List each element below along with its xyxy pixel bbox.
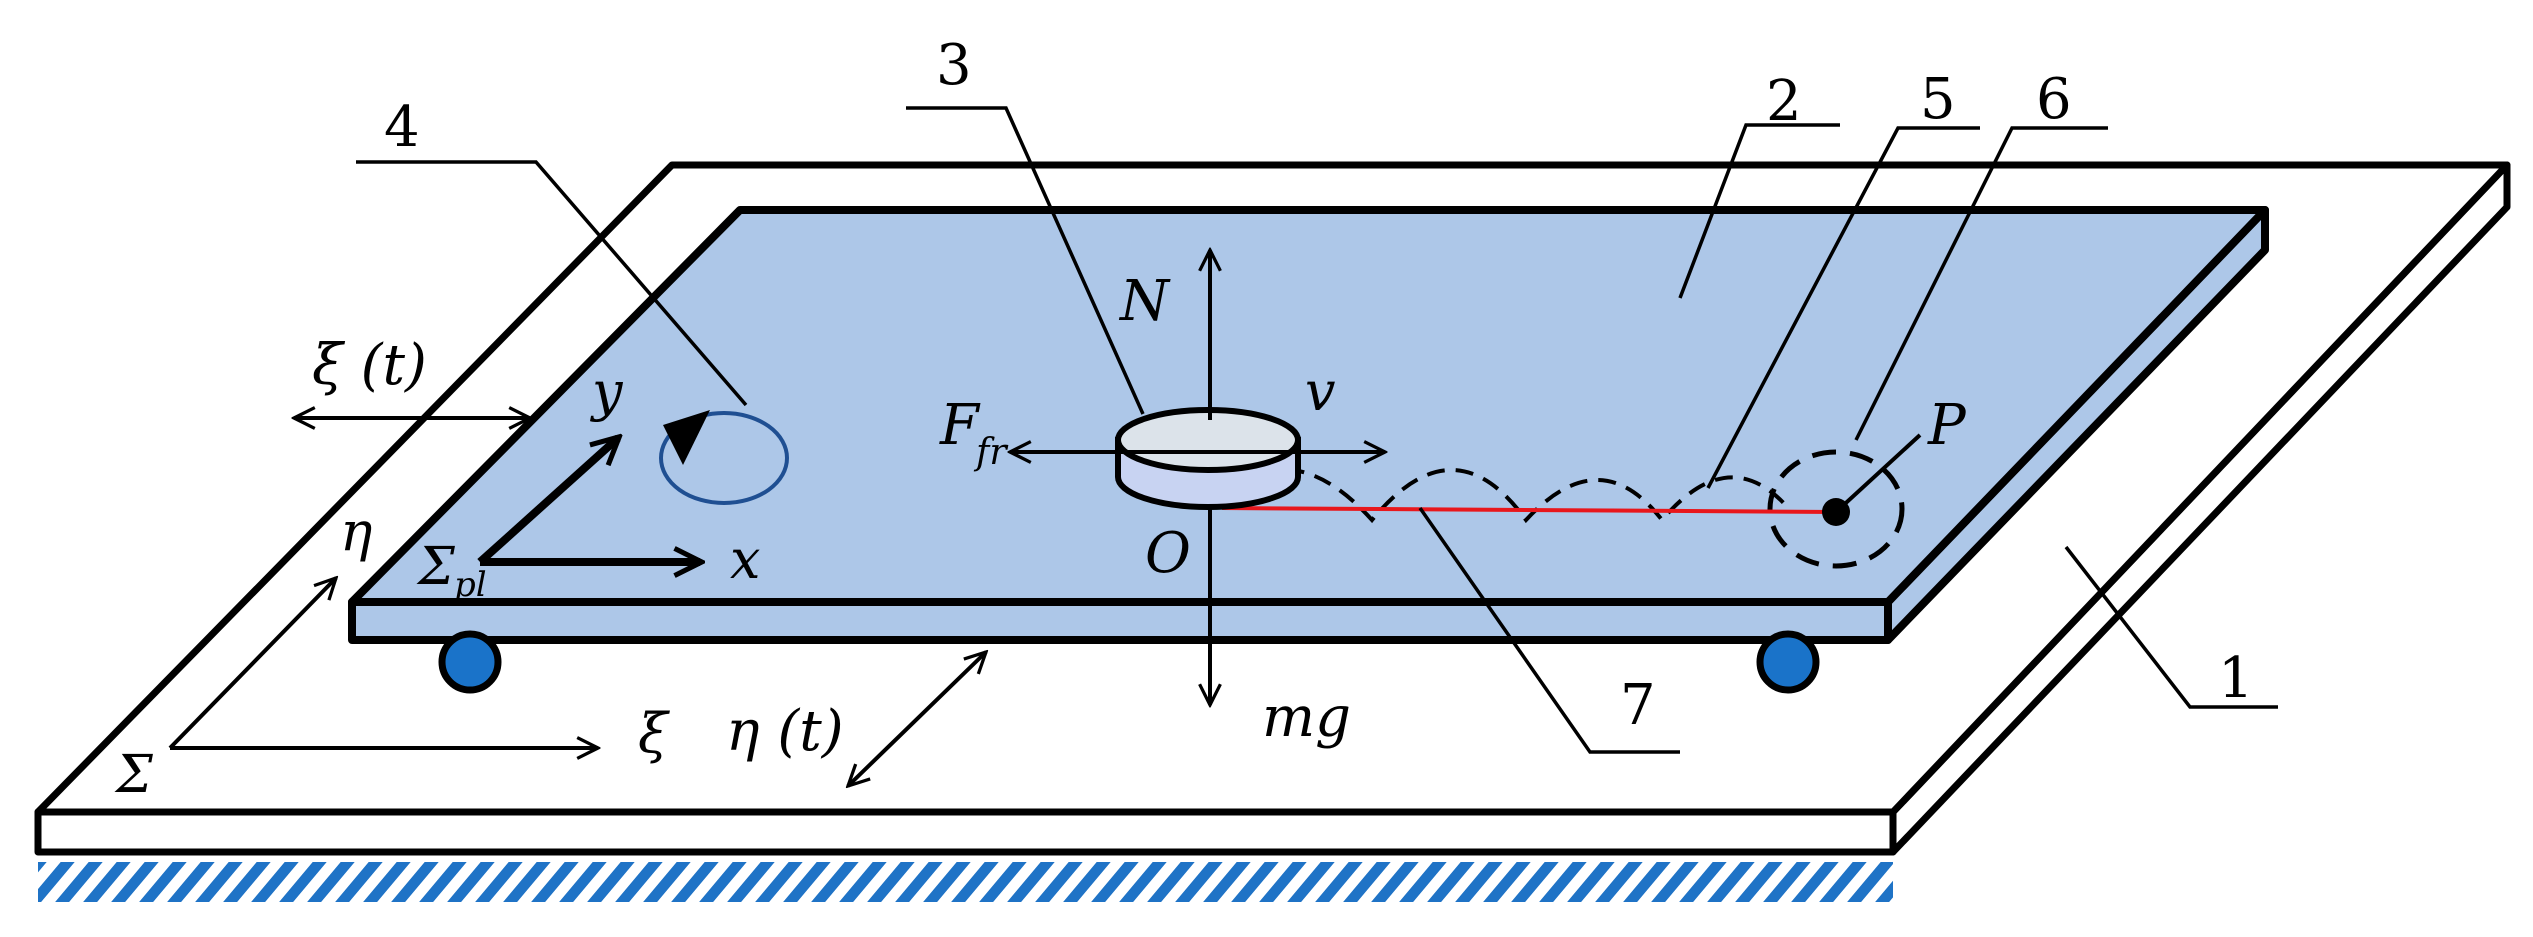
- callout-number-7: 7: [1620, 673, 1656, 738]
- label-n: N: [1118, 269, 1171, 334]
- label-y: y: [590, 360, 624, 423]
- callout-leader-4: [356, 160, 748, 407]
- point-p-circle: [1767, 449, 1905, 569]
- label-mg: mg: [1262, 685, 1351, 750]
- ground-hatch: [38, 862, 1893, 902]
- callout-leader-1: [2064, 545, 2278, 709]
- wheel-left: [438, 630, 502, 694]
- label-f-subscript: fr: [973, 432, 1008, 473]
- label-xi-t: ξ (t): [312, 333, 427, 398]
- rotation-ellipse: [659, 411, 789, 505]
- label-p: P: [1927, 393, 1967, 458]
- callout-number-1: 1: [2218, 646, 2254, 711]
- callout-leader-7: [1418, 506, 1680, 754]
- wheel-right: [1756, 630, 1820, 694]
- movable-platform: [348, 206, 2269, 644]
- label-f: F: [939, 393, 981, 458]
- callout-number-4: 4: [384, 95, 420, 160]
- label-sigma: Σ: [114, 745, 153, 805]
- rotation-arrowhead: [663, 410, 710, 465]
- puck: [1115, 407, 1301, 510]
- label-sigma-pl-subscript: pl: [454, 565, 487, 605]
- label-eta: η: [340, 500, 372, 563]
- callout-number-2: 2: [1766, 69, 1802, 134]
- callout-number-5: 5: [1920, 67, 1956, 132]
- axis-y-arrow: [477, 438, 618, 565]
- label-x: x: [730, 528, 760, 591]
- label-xi: ξ: [638, 702, 670, 765]
- label-sigma-pl: Σ: [416, 537, 455, 597]
- callout-leader-3: [906, 106, 1145, 415]
- point-p-leader: [1834, 433, 1922, 514]
- trajectory-dashed: [1230, 467, 1792, 524]
- callout-leader-5: [1706, 126, 1980, 489]
- axis-eta-arrow: [168, 578, 336, 750]
- label-eta-t: η (t): [726, 699, 844, 764]
- callout-leader-6: [1854, 126, 2108, 441]
- callout-leader-2: [1678, 123, 1840, 299]
- callout-number-6: 6: [2036, 67, 2072, 132]
- trajectory-red-line: [1221, 506, 1837, 514]
- callout-leaders: [356, 106, 2278, 754]
- label-o: O: [1145, 521, 1191, 586]
- label-v: v: [1305, 360, 1336, 423]
- oscillation-eta-arrow: [848, 652, 986, 786]
- callout-number-3: 3: [936, 33, 972, 98]
